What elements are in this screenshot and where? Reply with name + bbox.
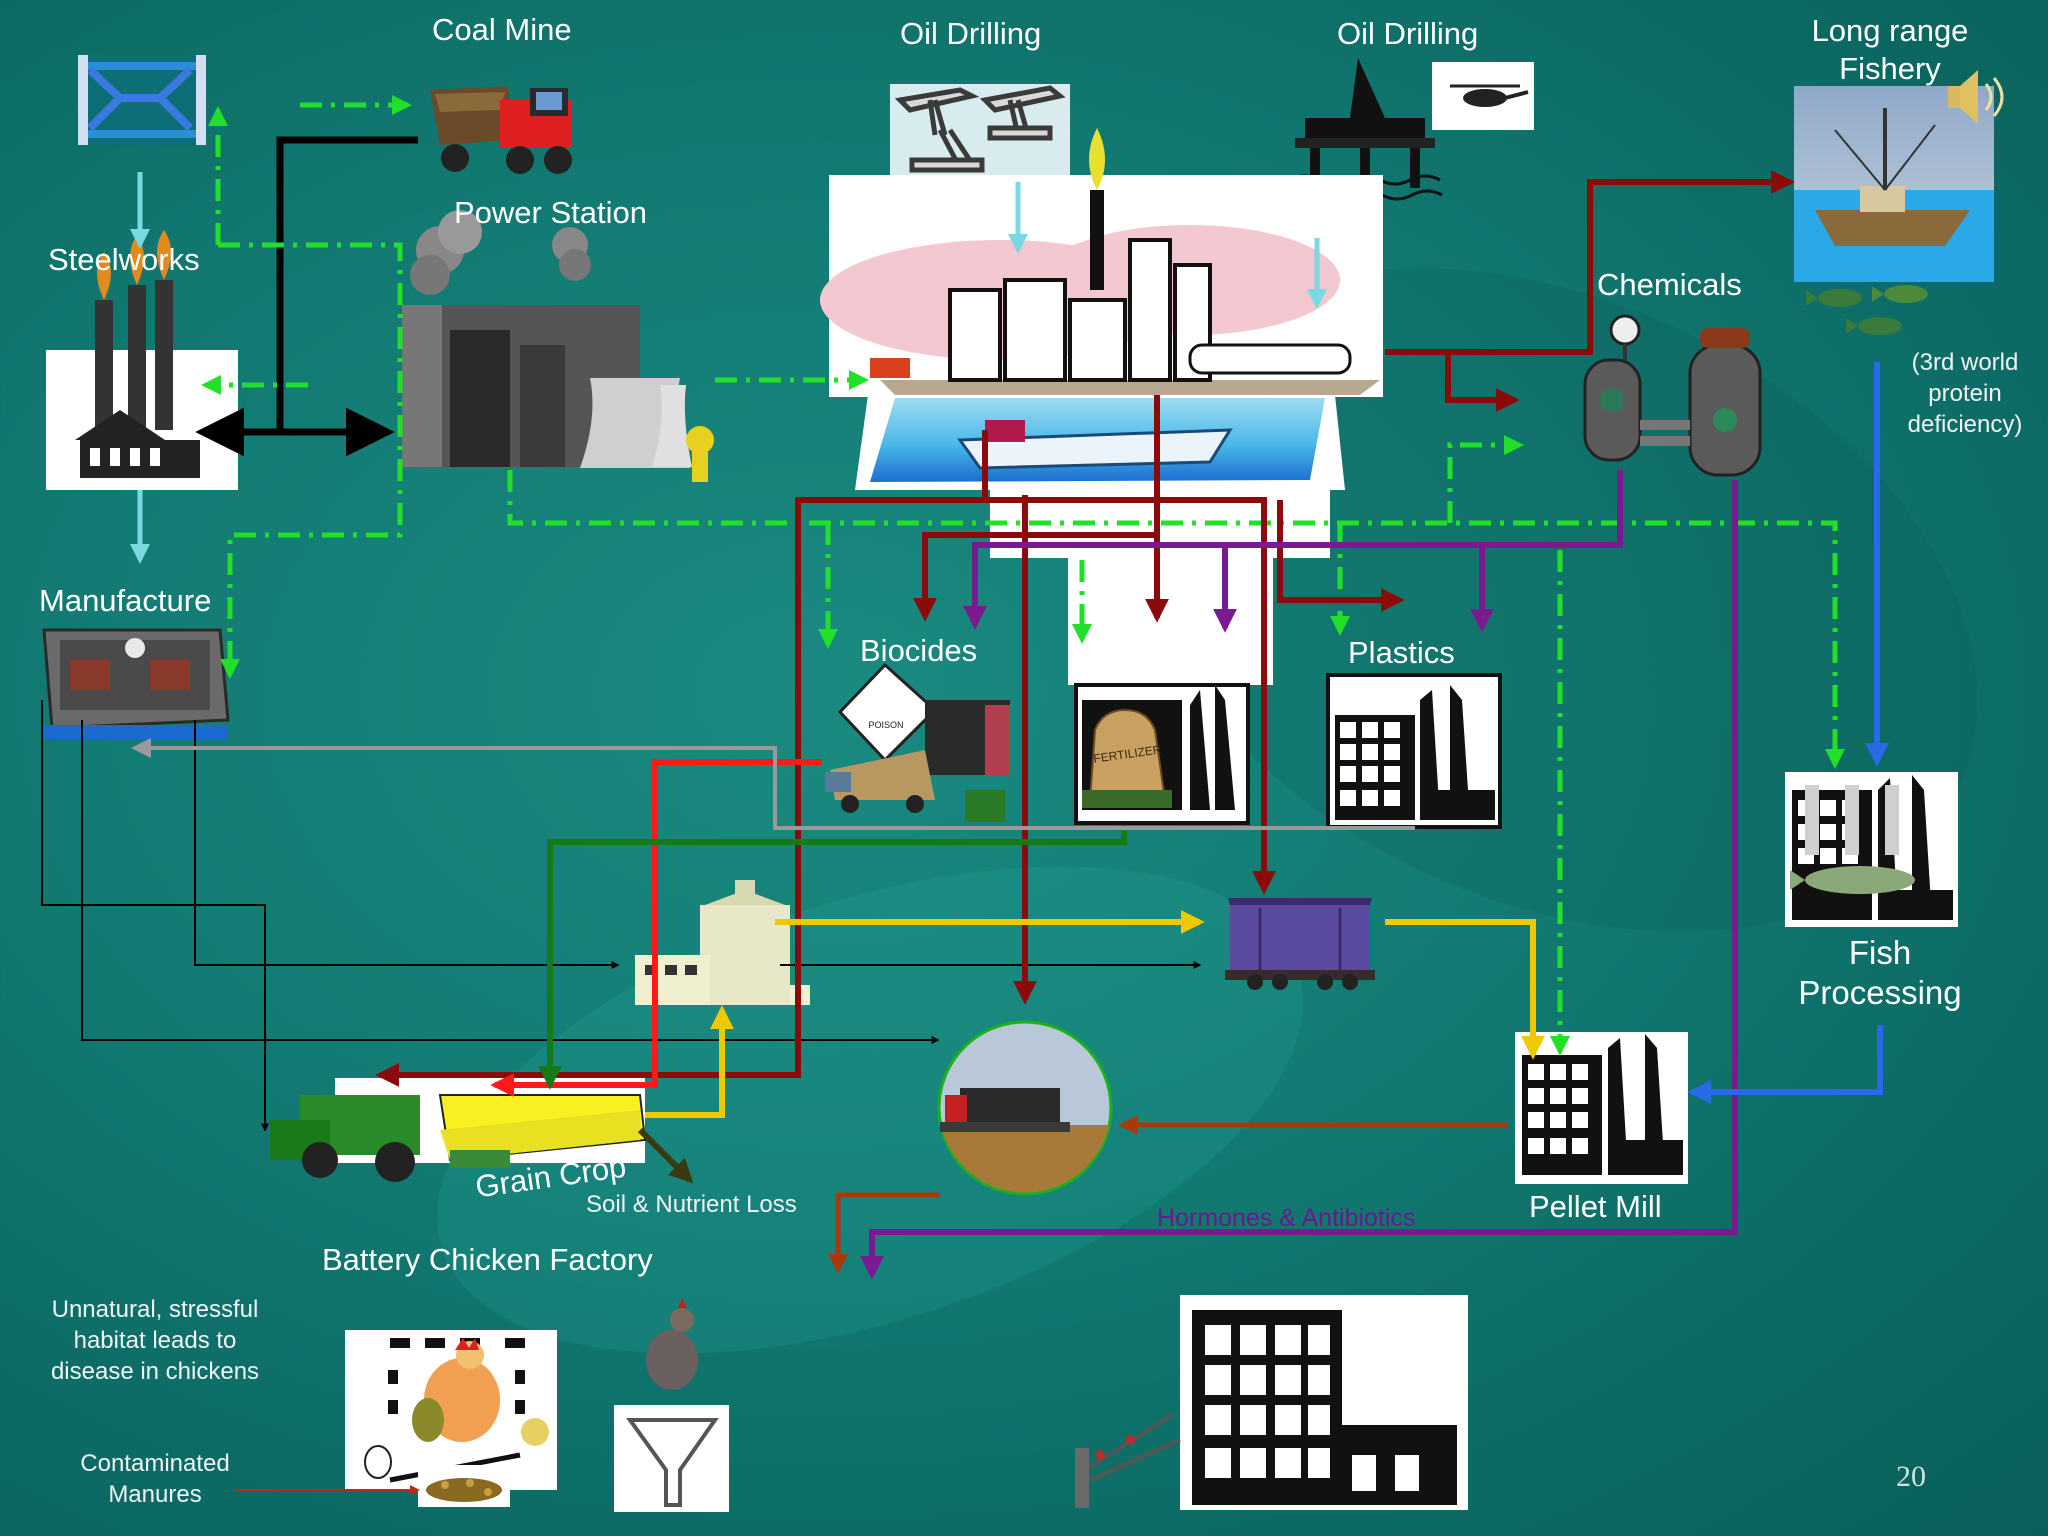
transport-truck-icon [937, 1020, 1113, 1196]
machine-icon [42, 628, 230, 739]
oil-drilling-label-2: Oil Drilling [1337, 16, 1479, 51]
contaminated-manures-line-2: Manures [108, 1481, 202, 1509]
plastics-label: Plastics [1348, 635, 1455, 670]
helicopter-icon [1432, 62, 1534, 130]
soil-loss-arrow [637, 1127, 694, 1184]
pellet-mill-label: Pellet Mill [1529, 1189, 1662, 1224]
steelworks-factory-icon [46, 230, 238, 490]
plastics-factory-icon [1326, 673, 1502, 829]
protein-deficiency-line-1: (3rd world [1911, 349, 2019, 376]
flow-arrows-feed [828, 1115, 1508, 1274]
flow-arrows-supply [490, 759, 822, 1097]
biocides-label: Biocides [860, 633, 978, 668]
flow-arrows-chemical [860, 470, 1738, 1280]
chemicals-label: Chemicals [1597, 267, 1742, 302]
contaminated-manures-note: Contaminated Manures [55, 1448, 255, 1510]
poison-truck-icon: POISON [825, 662, 1010, 822]
power-station-label: Power Station [454, 195, 647, 230]
protein-deficiency-note: (3rd world protein deficiency) [1890, 347, 2040, 441]
manure-icon [418, 1465, 510, 1507]
flow-arrows-grey [131, 738, 1415, 830]
flow-arrows-grain [645, 910, 1545, 1118]
poison-sign-text: POISON [868, 720, 903, 730]
grain-silo-icon [635, 880, 810, 1005]
dump-truck-icon [430, 86, 572, 174]
fishing-boat-icon [1794, 86, 1994, 282]
slaughterhouse-icon [1075, 1295, 1468, 1510]
fish-icon [1806, 285, 1928, 335]
battery-chicken-factory-label: Battery Chicken Factory [322, 1242, 653, 1277]
fish-processing-line-1: Fish [1848, 934, 1912, 971]
pellet-mill-factory-icon [1515, 1032, 1688, 1184]
refinery-icon [820, 128, 1383, 397]
flow-arrows-fish [1687, 362, 1889, 1104]
long-range-fishery-label: Long range Fishery [1800, 13, 1980, 87]
fish-factory-icon [1785, 772, 1958, 927]
manufacture-label: Manufacture [39, 583, 212, 618]
page-number: 20 [1896, 1460, 1926, 1493]
chicken-funnel-icon [614, 1298, 729, 1512]
freight-wagon-icon [1225, 898, 1375, 990]
unnatural-habitat-note: Unnatural, stressful habitat leads to di… [30, 1294, 280, 1388]
fish-processing-label: Fish Processing [1770, 933, 1990, 1012]
long-range-fishery-line-2: Fishery [1839, 51, 1941, 87]
unnatural-habitat-line-1: Unnatural, stressful [51, 1296, 259, 1323]
flow-arrows-fertilizer [538, 825, 1127, 1090]
hormones-antibiotics-label: Hormones & Antibiotics [1157, 1204, 1416, 1232]
contaminated-manures-line-1: Contaminated [80, 1450, 230, 1477]
protein-deficiency-line-3: deficiency) [1907, 411, 2023, 439]
oil-drilling-label-1: Oil Drilling [900, 16, 1042, 51]
protein-deficiency-line-2: protein [1928, 380, 2002, 408]
long-range-fishery-line-1: Long range [1811, 13, 1969, 48]
flow-arrows-black [41, 136, 1202, 1132]
flow-arrows-cyan [130, 172, 1327, 564]
unnatural-habitat-line-2: habitat leads to [73, 1327, 237, 1355]
soil-nutrient-loss-label: Soil & Nutrient Loss [586, 1191, 797, 1218]
steelworks-label: Steelworks [48, 242, 200, 277]
coal-mine-label: Coal Mine [432, 12, 572, 47]
fertilizer-factory-icon: FERTILIZER [1068, 550, 1273, 825]
combine-harvester-icon [270, 1078, 647, 1182]
fish-processing-line-2: Processing [1798, 973, 1962, 1011]
bridge-icon [78, 55, 206, 145]
flow-arrows-energy [201, 95, 1845, 1056]
chemical-tanks-icon [1583, 314, 1762, 477]
unnatural-habitat-line-3: disease in chickens [50, 1358, 260, 1386]
hen-cage-icon [345, 1330, 557, 1490]
pump-jack-icon [890, 84, 1070, 176]
speaker-icon [1948, 70, 2004, 124]
power-station-icon [402, 210, 714, 482]
flow-arrows-oil [375, 170, 1795, 1087]
